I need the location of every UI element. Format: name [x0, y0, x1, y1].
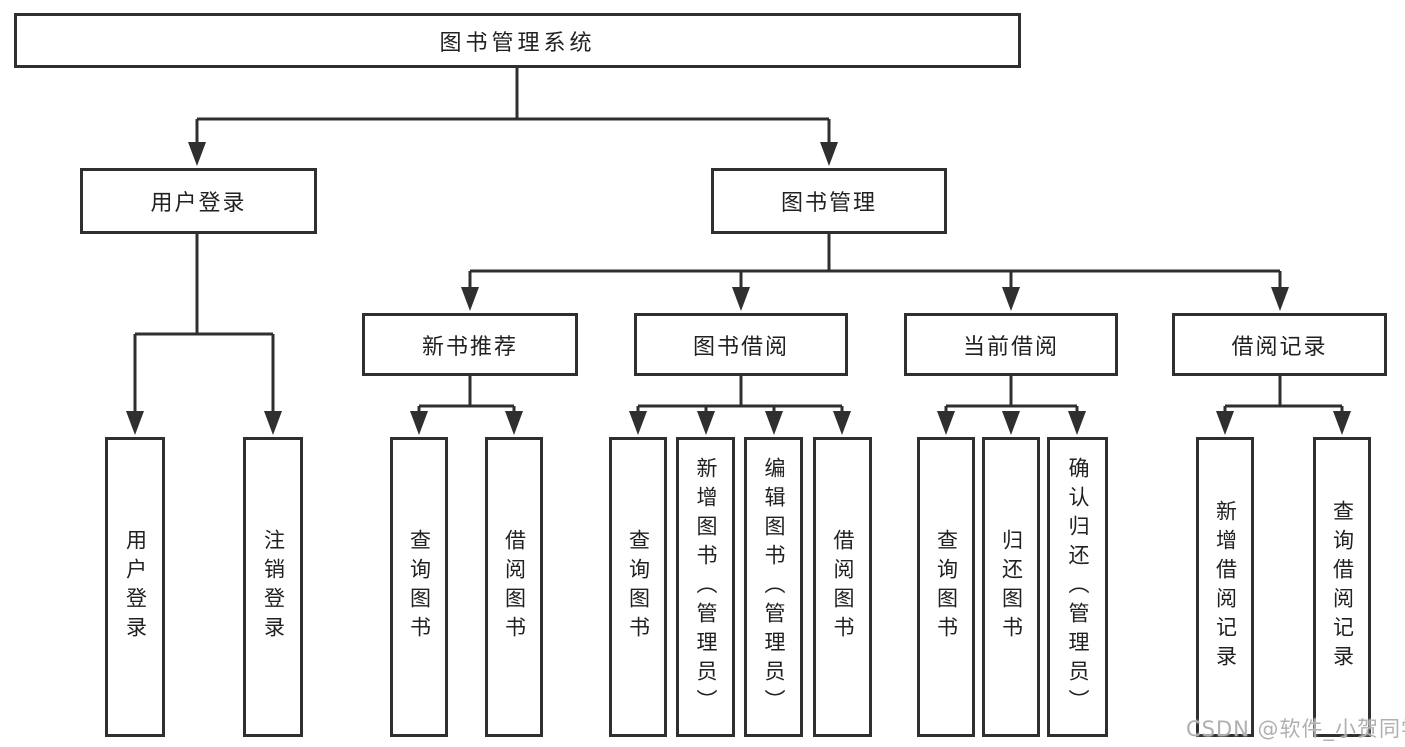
leaf-add-borrow-record: 新增借阅记录 — [1196, 437, 1254, 737]
leaf-return-book: 归还图书 — [982, 437, 1040, 737]
leaf-user-login: 用户登录 — [105, 437, 165, 737]
leaf-logout: 注销登录 — [243, 437, 303, 737]
leaf-borrow-books-recommend: 借阅图书 — [485, 437, 543, 737]
leaf-query-books-current: 查询图书 — [917, 437, 975, 737]
leaf-query-books-borrow: 查询图书 — [609, 437, 667, 737]
csdn-watermark: CSDN @软件_小贺同学 — [1186, 717, 1405, 741]
leaf-confirm-return-admin: 确认归还（管理员） — [1047, 437, 1108, 737]
node-current-borrow: 当前借阅 — [904, 313, 1118, 376]
leaf-edit-book-admin: 编辑图书（管理员） — [744, 437, 803, 737]
node-book-management: 图书管理 — [711, 168, 947, 234]
leaf-add-book-admin: 新增图书（管理员） — [676, 437, 735, 737]
leaf-query-borrow-record: 查询借阅记录 — [1313, 437, 1371, 737]
leaf-query-books-recommend: 查询图书 — [390, 437, 448, 737]
node-book-borrow: 图书借阅 — [634, 313, 848, 376]
node-new-book-recommend: 新书推荐 — [362, 313, 578, 376]
root-node: 图书管理系统 — [14, 13, 1021, 68]
leaf-borrow-books: 借阅图书 — [813, 437, 872, 737]
node-borrow-records: 借阅记录 — [1172, 313, 1387, 376]
node-user-login: 用户登录 — [80, 168, 317, 234]
